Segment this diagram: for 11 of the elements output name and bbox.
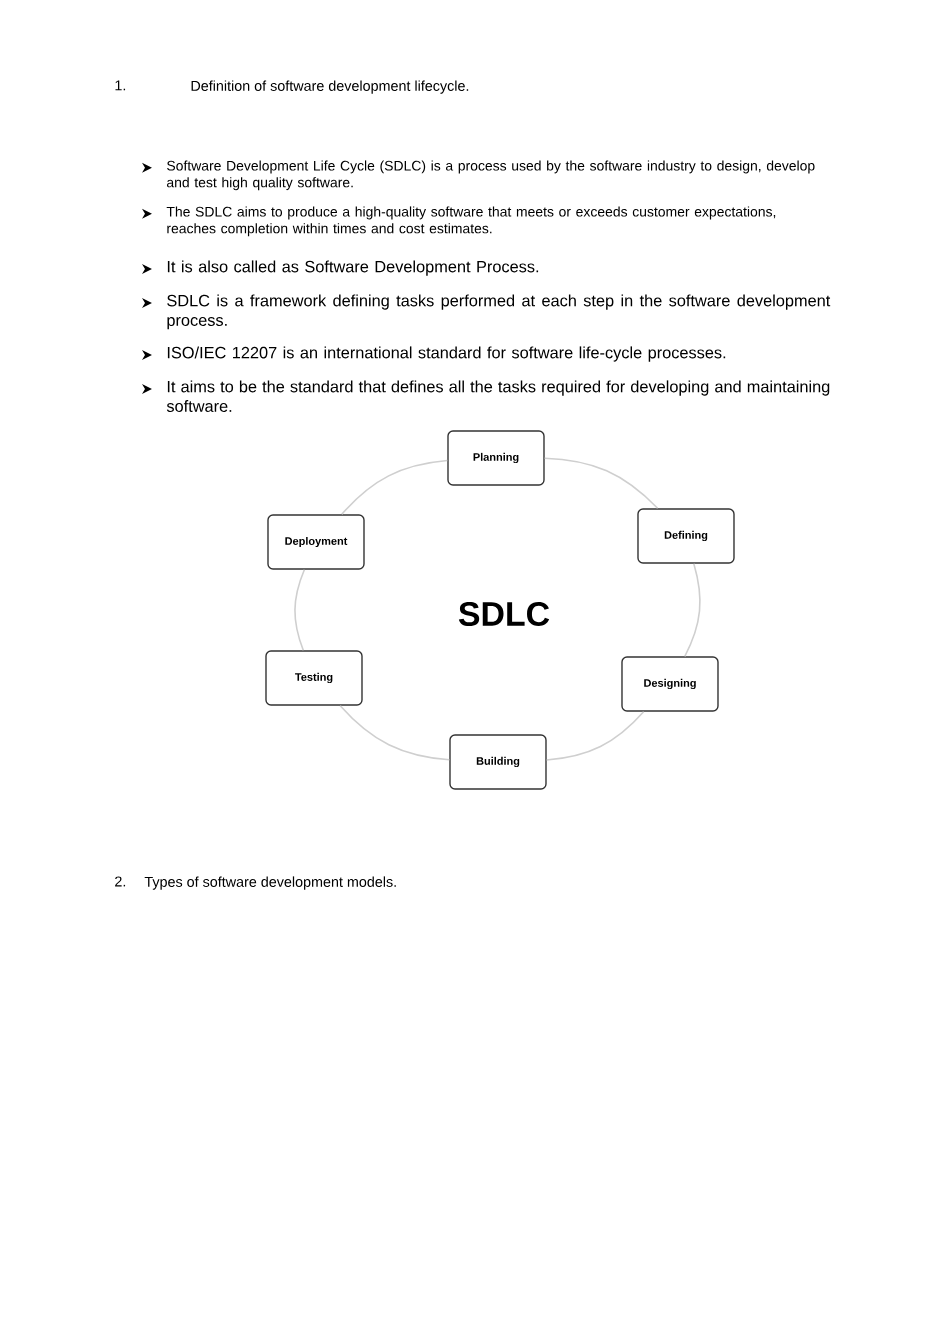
bullet-text: It is also called as Software Development Process. — [167, 260, 539, 276]
ring-arc — [543, 457, 659, 510]
bullet-text: ISO/IEC 12207 is an international standard for software life-cycle processes. — [167, 346, 726, 362]
center-label: SDLC — [458, 602, 550, 626]
bullet-text: SDLC is a framework defining tasks performed at each step in the software development process. — [167, 294, 831, 330]
ring-arc — [545, 710, 645, 761]
ring-arc — [684, 562, 701, 658]
ring-arc — [341, 459, 449, 516]
ring-arc — [339, 704, 451, 761]
bullet-text: It aims to be the standard that defines all the tasks required for developing and maintaining software. — [166, 380, 830, 412]
ring-arc — [294, 568, 306, 652]
